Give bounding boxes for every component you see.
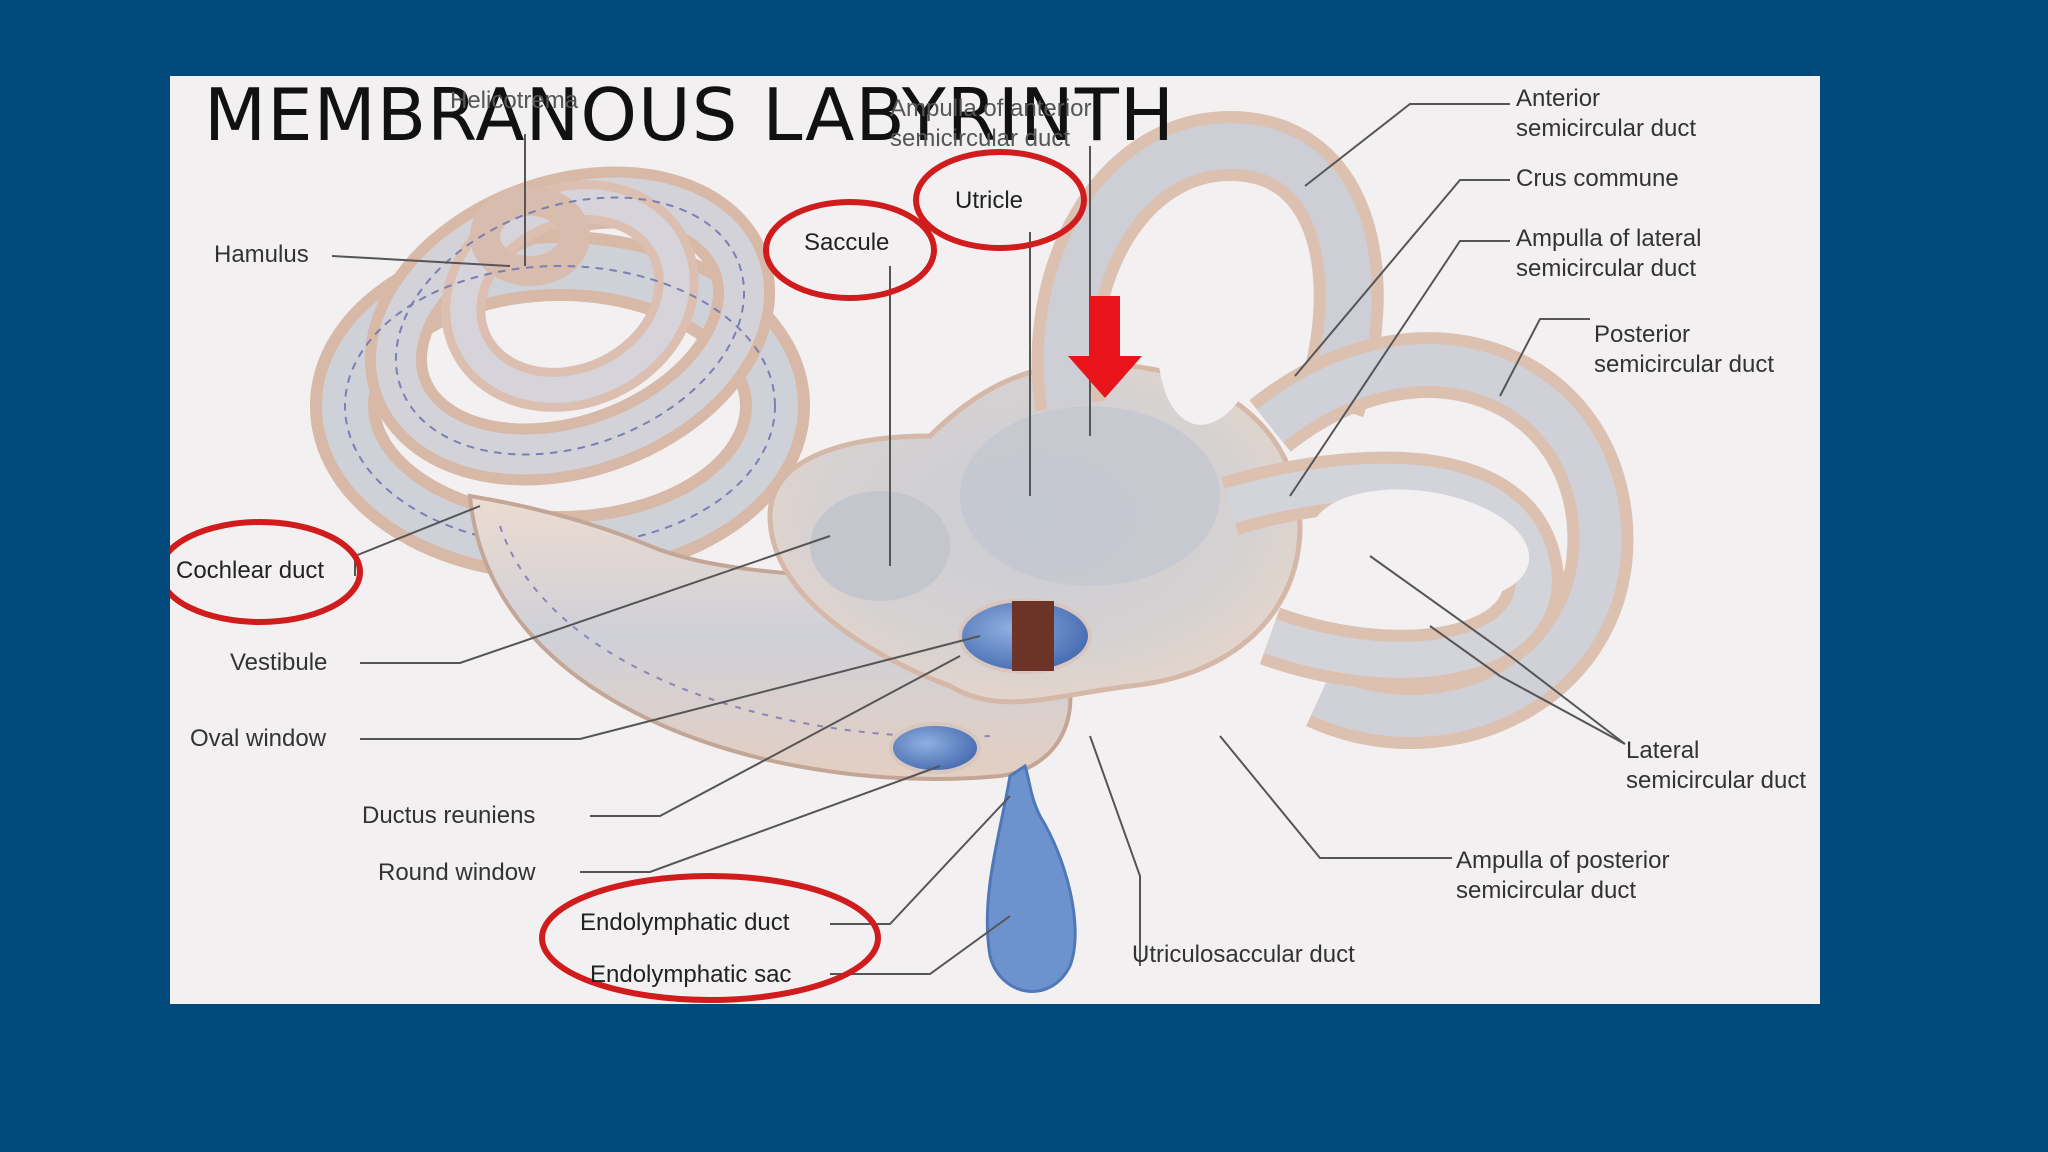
red-arrow-icon: [1068, 296, 1142, 398]
label-posterior-semicircular-duct: Posterior semicircular duct: [1594, 321, 1775, 378]
cochlea-shape: [310, 166, 810, 581]
label-utriculosaccular-duct: Utriculosaccular duct: [1132, 941, 1355, 968]
leader-lines: [331, 103, 1626, 975]
label-ampulla-anterior: Ampulla of anterior semicircular duct: [890, 95, 1092, 152]
round-window-shape: [889, 722, 981, 774]
label-lateral-semicircular-duct: Lateral semicircular duct: [1626, 737, 1807, 794]
label-oval-window: Oval window: [190, 725, 327, 752]
label-hamulus: Hamulus: [214, 241, 309, 268]
oval-window-shape: [958, 598, 1092, 674]
label-utricle: Utricle: [955, 187, 1024, 214]
label-endolymphatic-duct: Endolymphatic duct: [580, 909, 790, 936]
slide-title: MEMBRANOUS LABYRINTH: [204, 76, 1176, 157]
label-anterior-semicircular-duct: Anterior semicircular duct: [1516, 85, 1697, 142]
endolymphatic-sac-shape: [985, 763, 1077, 993]
label-vestibule: Vestibule: [230, 649, 328, 676]
semicircular-canals: [1031, 110, 1634, 750]
label-helicotrema: Helicotrema: [450, 87, 579, 114]
label-saccule: Saccule: [804, 229, 890, 256]
highlight-circles: [170, 149, 1087, 1003]
membranous-labyrinth-illustration: [170, 103, 1634, 1003]
label-round-window: Round window: [378, 859, 536, 886]
label-ampulla-posterior: Ampulla of posterior semicircular duct: [1456, 847, 1670, 904]
label-crus-commune: Crus commune: [1516, 165, 1679, 192]
label-endolymphatic-sac: Endolymphatic sac: [590, 961, 792, 988]
diagram-figure: MEMBRANOUS LABYRINTH Helicotrema Hamulus…: [170, 76, 1820, 1004]
label-ductus-reuniens: Ductus reuniens: [362, 802, 536, 829]
label-cochlear-duct: Cochlear duct: [176, 557, 325, 584]
label-ampulla-lateral: Ampulla of lateral semicircular duct: [1516, 225, 1702, 282]
